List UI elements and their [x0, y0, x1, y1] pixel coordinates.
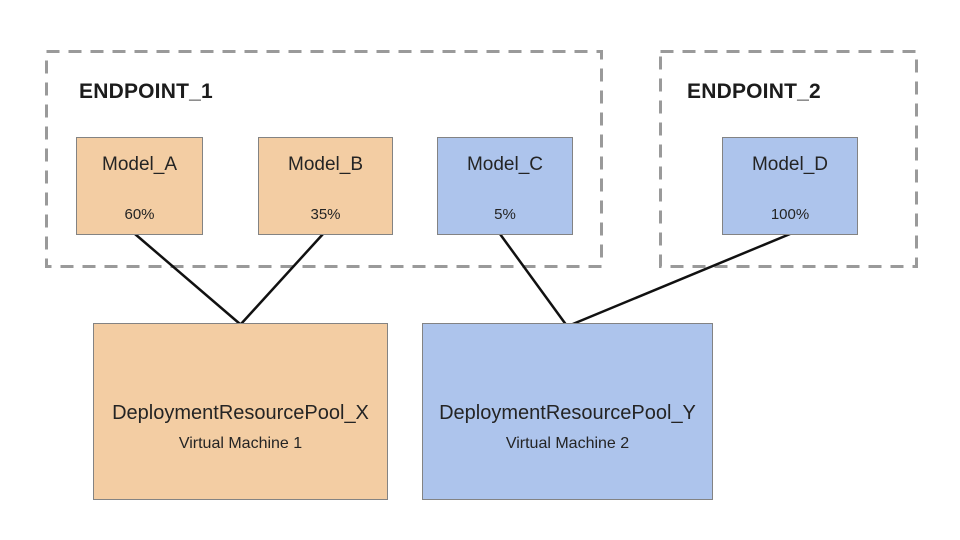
- endpoint-1-dashed-border: [45, 50, 603, 268]
- endpoint-2-title: ENDPOINT_2: [687, 80, 821, 103]
- pool-y-machine: Virtual Machine 2: [505, 434, 630, 452]
- deployment-resource-pool-y-box: DeploymentResourcePool_Y Virtual Machine…: [422, 323, 713, 500]
- model-c-traffic-split: 5%: [494, 206, 516, 223]
- endpoint-1-title: ENDPOINT_1: [79, 80, 213, 103]
- connector-model-c-to-pool-y: [498, 232, 569, 328]
- model-c-box: Model_C 5%: [437, 137, 573, 235]
- pool-x-name: DeploymentResourcePool_X: [112, 401, 369, 424]
- model-b-box: Model_B 35%: [258, 137, 393, 235]
- model-d-name: Model_D: [751, 154, 829, 175]
- model-b-traffic-split: 35%: [310, 206, 341, 223]
- model-d-box: Model_D 100%: [722, 137, 858, 235]
- pool-x-machine: Virtual Machine 1: [178, 434, 303, 452]
- deployment-resource-pool-x-box: DeploymentResourcePool_X Virtual Machine…: [93, 323, 388, 500]
- pool-y-name: DeploymentResourcePool_Y: [439, 401, 696, 424]
- model-a-traffic-split: 60%: [124, 206, 155, 223]
- model-b-name: Model_B: [288, 154, 363, 175]
- connector-model-b-to-pool-x: [239, 232, 325, 326]
- model-d-traffic-split: 100%: [770, 206, 810, 223]
- model-c-name: Model_C: [466, 154, 544, 175]
- model-a-box: Model_A 60%: [76, 137, 203, 235]
- connector-model-a-to-pool-x: [133, 232, 242, 326]
- connector-model-d-to-pool-y: [566, 232, 792, 328]
- model-a-name: Model_A: [102, 154, 177, 175]
- endpoint-2-dashed-border: [659, 50, 918, 268]
